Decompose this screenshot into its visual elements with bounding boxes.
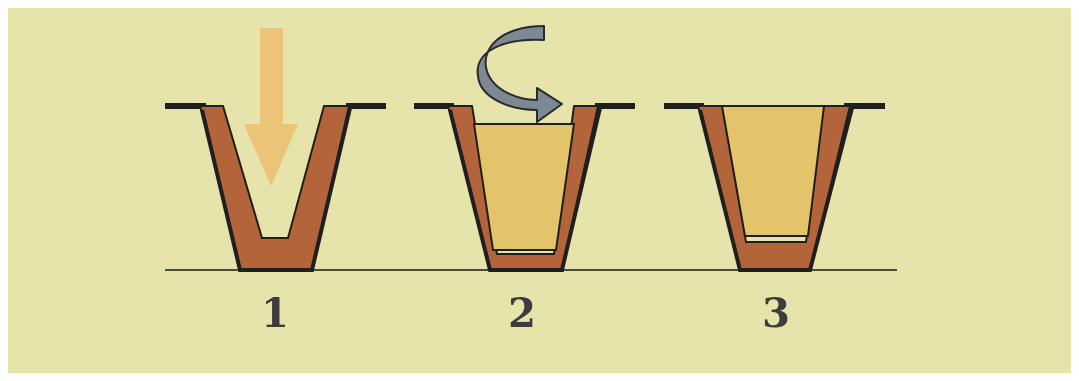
inserted-block [720,105,826,237]
step-3-label: 3 [762,290,790,337]
crucible-3 [664,103,885,272]
outer-edge-shadow [448,107,602,272]
inserted-block [472,123,576,251]
outer-edge-shadow [698,107,854,272]
curved-arrow-icon [476,25,563,123]
step-2-label: 2 [508,290,536,337]
down-arrow-icon [244,28,298,186]
step-1-label: 1 [261,290,289,337]
outer-edge-shadow [200,107,352,272]
crucible-1 [165,28,386,272]
crucible-2 [414,25,635,272]
